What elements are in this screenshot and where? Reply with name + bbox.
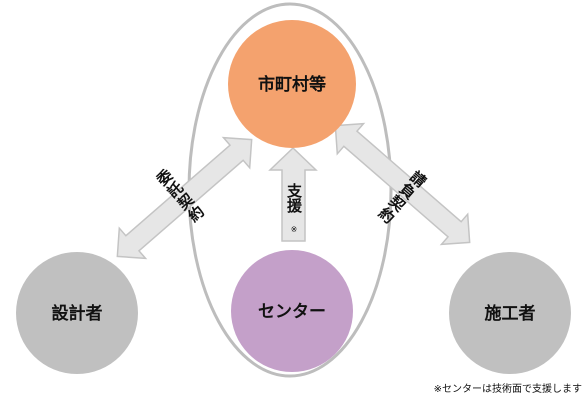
node-municipality-label: 市町村等	[258, 74, 326, 95]
node-builder	[449, 252, 571, 374]
node-municipality	[228, 20, 356, 148]
node-center-label: センター	[258, 302, 326, 322]
arrow-center-municipality	[268, 146, 318, 242]
node-builder-label: 施工者	[485, 303, 536, 324]
arrow-label-support: 支援	[285, 182, 303, 214]
node-center	[231, 250, 353, 372]
arrow-label-support-mark: ※	[291, 225, 298, 234]
arrow-municipality-builder	[334, 122, 471, 246]
footnote: ※センターは技術面で支援します	[434, 382, 582, 395]
node-designer	[16, 252, 138, 374]
node-designer-label: 設計者	[52, 303, 103, 324]
arrow-designer-municipality	[116, 136, 253, 260]
